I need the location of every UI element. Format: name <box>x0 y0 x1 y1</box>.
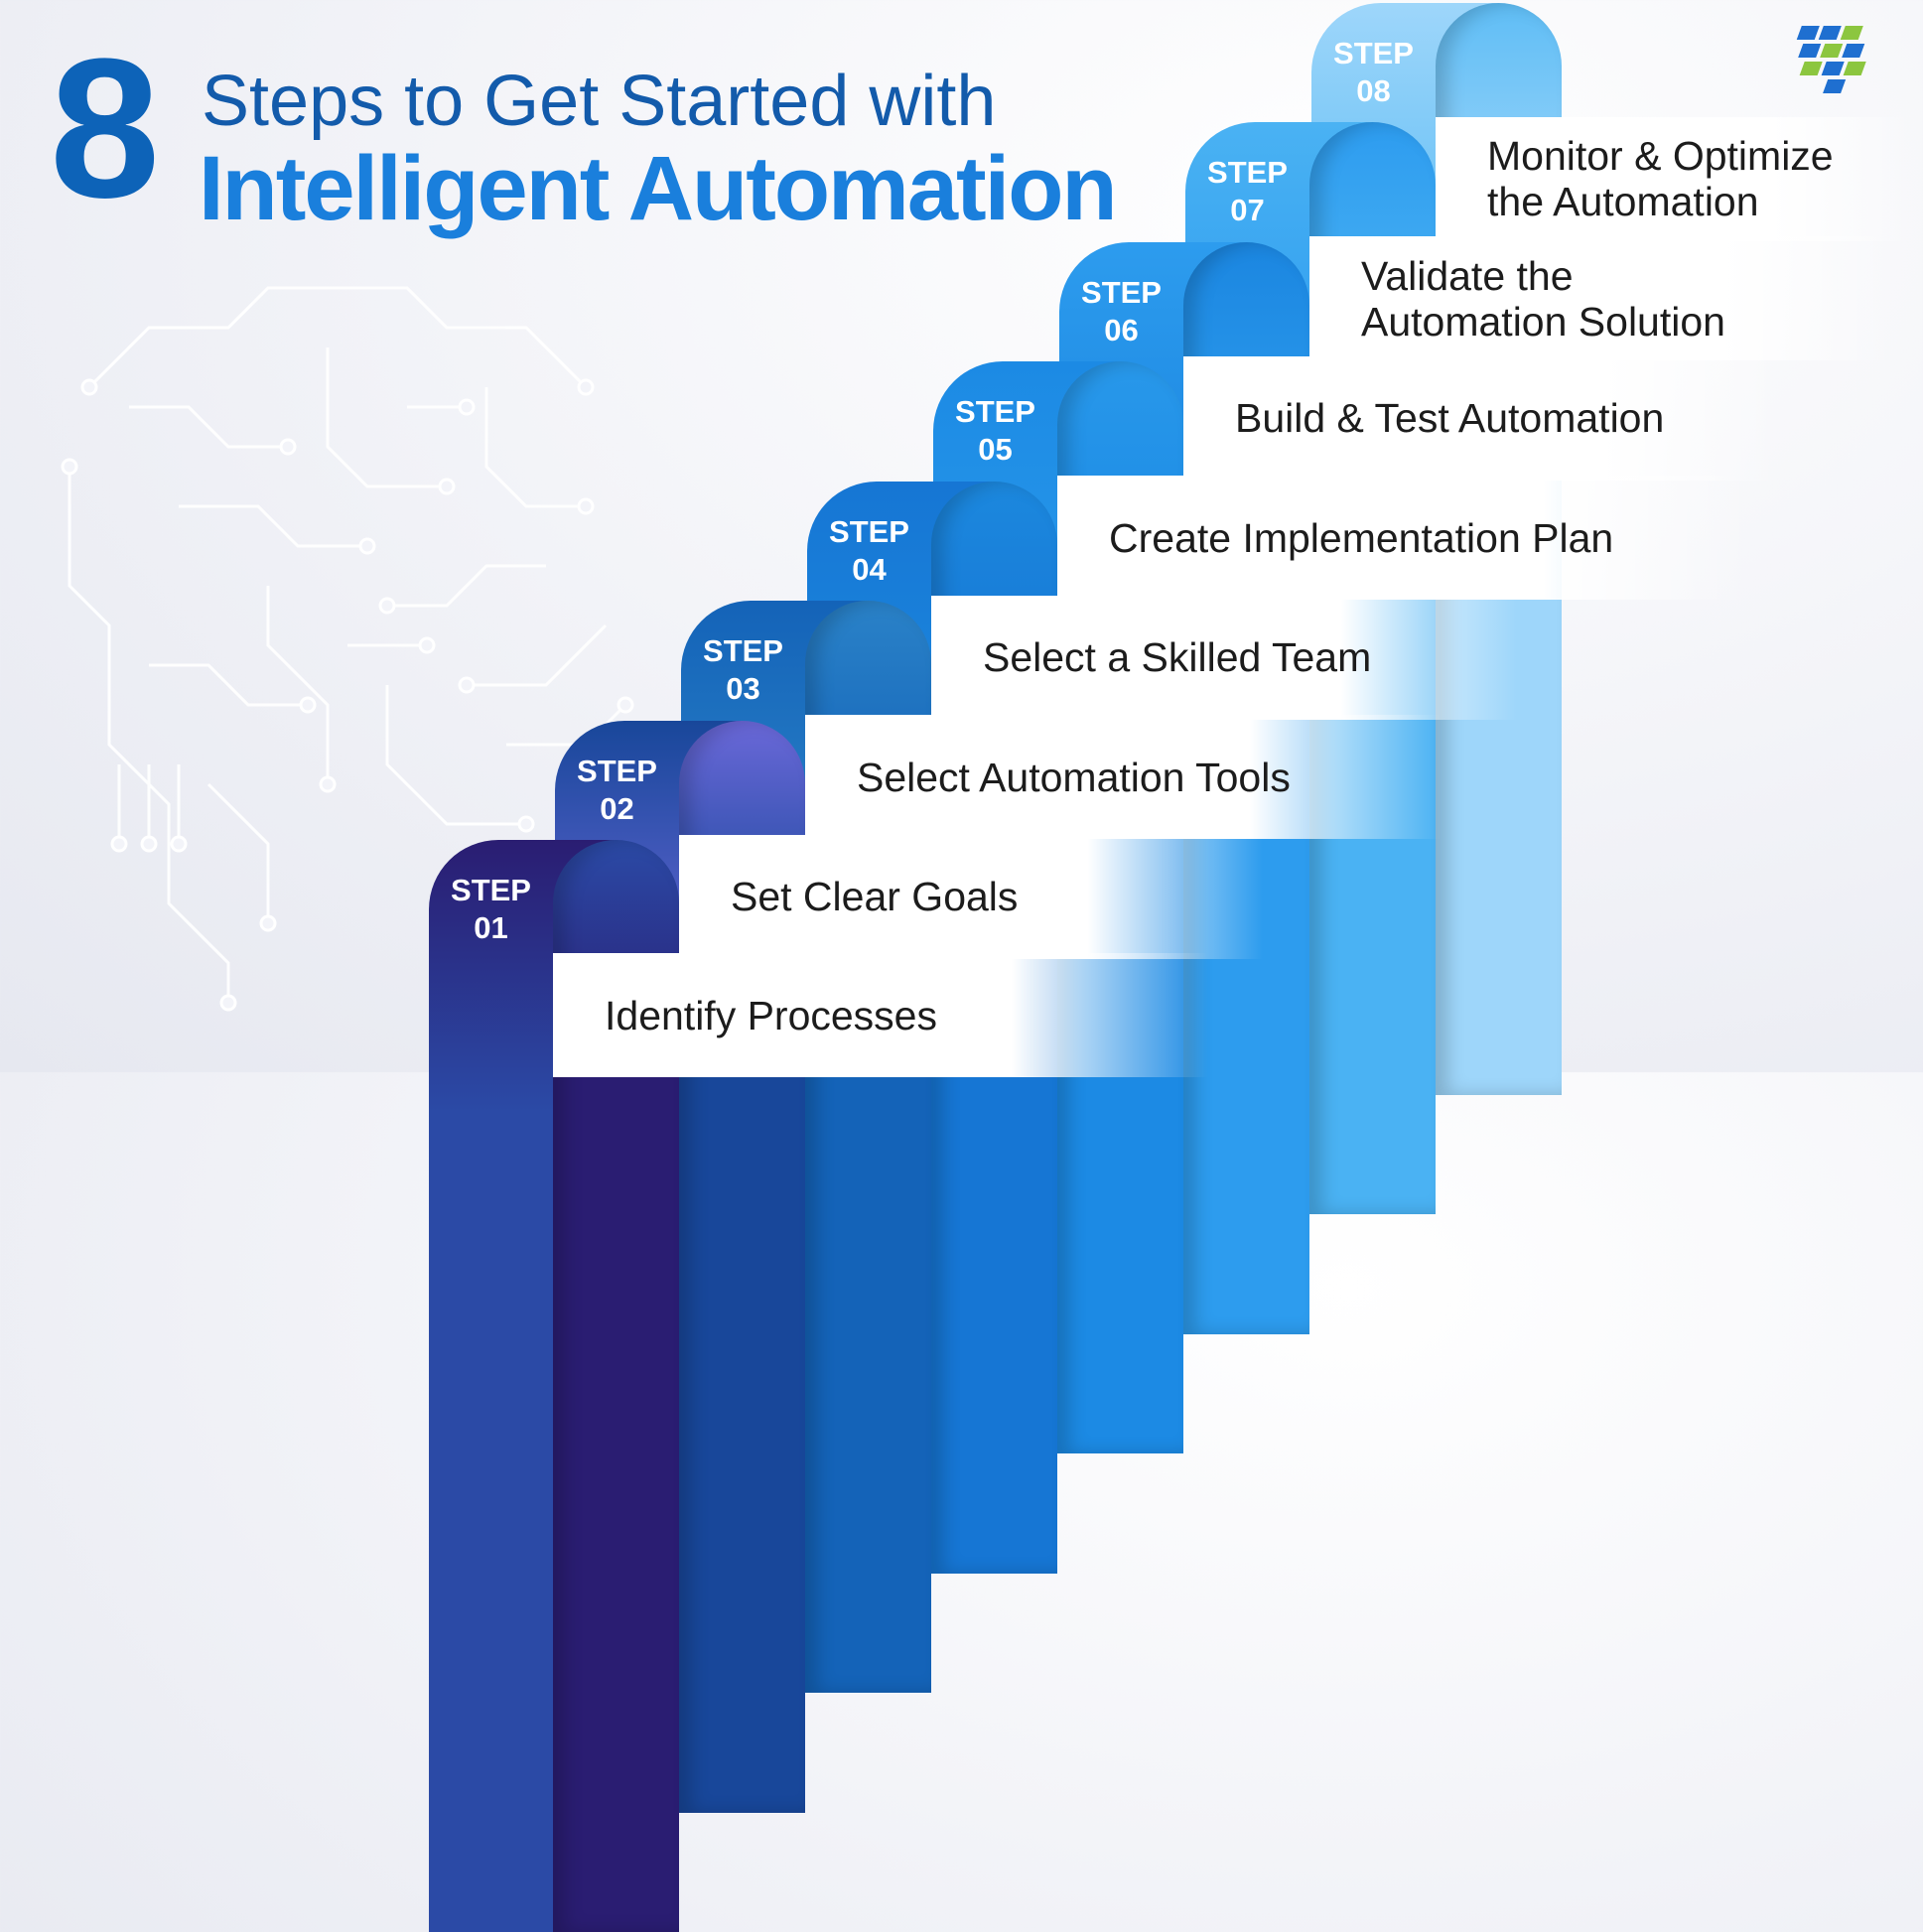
step-label: STEP 02 <box>577 753 657 826</box>
step-text: Select a Skilled Team <box>983 634 1372 680</box>
step-card-05: Create Implementation Plan <box>1057 476 1752 600</box>
step-card-08: Monitor & Optimize the Automation <box>1436 116 1913 241</box>
step-card-03: Select Automation Tools <box>805 715 1441 839</box>
step-card-06: Build & Test Automation <box>1183 355 1779 481</box>
company-logo-icon <box>1796 26 1866 93</box>
title-line-2: Intelligent Automation <box>199 138 1118 239</box>
step-label: STEP 03 <box>703 633 783 706</box>
step-card-01: Identify Processes <box>553 953 1208 1077</box>
step-label: STEP 07 <box>1207 155 1288 227</box>
step-card-04: Select a Skilled Team <box>931 595 1517 720</box>
step-label: STEP 01 <box>451 873 531 945</box>
step-label: STEP 04 <box>829 513 909 587</box>
title-line-1: Steps to Get Started with <box>202 62 997 141</box>
step-text: Set Clear Goals <box>731 874 1019 919</box>
step-text: Select Automation Tools <box>857 754 1291 800</box>
step-text: Build & Test Automation <box>1235 395 1665 441</box>
step-text: Validate the Automation Solution <box>1361 252 1725 345</box>
step-label: STEP 08 <box>1333 35 1414 108</box>
step-label: STEP 05 <box>955 394 1035 467</box>
step-label: STEP 06 <box>1081 274 1162 347</box>
step-card-07: Validate the Automation Solution <box>1309 236 1895 360</box>
step-text: Create Implementation Plan <box>1109 514 1614 561</box>
step-text: Identify Processes <box>605 992 937 1038</box>
step-text: Monitor & Optimize the Automation <box>1487 133 1834 224</box>
title-number: 8 <box>50 18 160 239</box>
step-card-02: Set Clear Goals <box>679 834 1263 959</box>
